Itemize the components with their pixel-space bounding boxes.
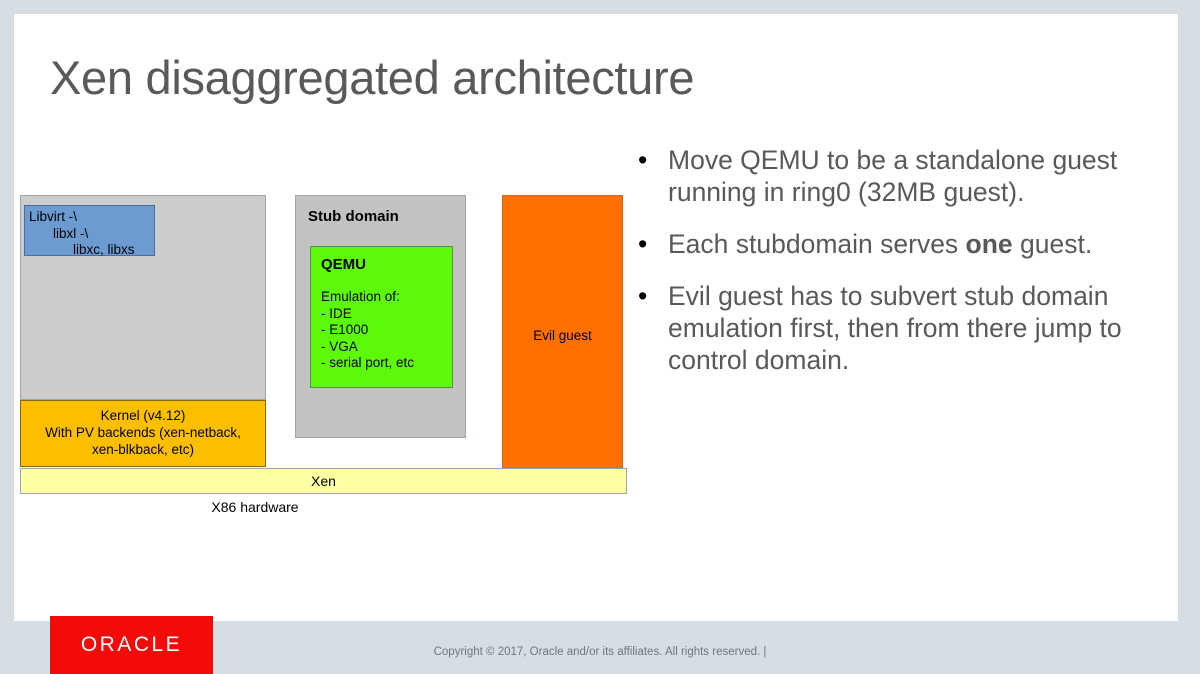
kernel-line-1: Kernel (v4.12) <box>100 408 186 423</box>
qemu-list-item: - E1000 <box>321 322 369 337</box>
qemu-title: QEMU <box>321 256 366 273</box>
evil-guest-box: Evil guest <box>502 195 623 476</box>
bullet-text-tail: guest. <box>1012 229 1093 259</box>
kernel-line-3: xen-blkback, etc) <box>91 442 195 457</box>
bullet-text-emphasis: one <box>965 229 1013 259</box>
libvirt-line-3: libxc, libxs <box>73 242 135 257</box>
bullet-item: • Each stubdomain serves one guest. <box>620 228 1160 260</box>
qemu-list-item: - IDE <box>321 305 352 321</box>
oracle-logo: ORACLE <box>50 616 213 674</box>
bullet-dot-icon: • <box>638 281 648 311</box>
xen-label: Xen <box>311 473 336 489</box>
copyright-notice: Copyright © 2017, Oracle and/or its affi… <box>433 646 767 658</box>
x86-hardware-label: X86 hardware <box>211 499 299 515</box>
xen-hypervisor-bar: Xen <box>20 468 627 494</box>
kernel-line-2: With PV backends (xen-netback, <box>45 425 241 440</box>
bullet-text: Each stubdomain serves <box>668 229 966 259</box>
evil-guest-label: Evil guest <box>533 328 592 343</box>
bullet-dot-icon: • <box>638 229 648 259</box>
libvirt-line-1: Libvirt -\ <box>29 209 78 224</box>
bullet-item: • Evil guest has to subvert stub domain e… <box>620 280 1160 376</box>
bullet-text: Move QEMU to be a standalone guest runni… <box>668 145 1118 207</box>
oracle-wordmark: ORACLE <box>80 633 183 656</box>
libvirt-line-2: libxl -\ <box>53 225 89 241</box>
qemu-emulation-list: Emulation of: - IDE - E1000 - VGA - seri… <box>321 289 452 372</box>
qemu-list-item: - serial port, etc <box>321 355 415 370</box>
architecture-diagram: Libvirt -\ libxl -\ libxc, libxs Kernel … <box>14 14 1178 621</box>
libvirt-stack-box: Libvirt -\ libxl -\ libxc, libxs <box>24 205 155 257</box>
slide-canvas: Xen disaggregated architecture Libvirt -… <box>14 14 1178 621</box>
qemu-box: QEMU Emulation of: - IDE - E1000 - VGA -… <box>310 246 453 388</box>
bullet-item: • Move QEMU to be a standalone guest runn… <box>620 144 1160 208</box>
stub-domain-title: Stub domain <box>308 208 399 225</box>
bullet-text: Evil guest has to subvert stub domain em… <box>668 281 1122 375</box>
page-title: Xen disaggregated architecture <box>50 51 695 104</box>
bullet-list: • Move QEMU to be a standalone guest runn… <box>620 144 1160 396</box>
qemu-list-item: Emulation of: <box>321 289 400 304</box>
stub-domain-box: Stub domain QEMU Emulation of: - IDE - E… <box>295 195 466 438</box>
bullet-dot-icon: • <box>638 145 648 175</box>
kernel-box: Kernel (v4.12) With PV backends (xen-net… <box>20 400 266 467</box>
qemu-list-item: - VGA <box>321 338 358 354</box>
